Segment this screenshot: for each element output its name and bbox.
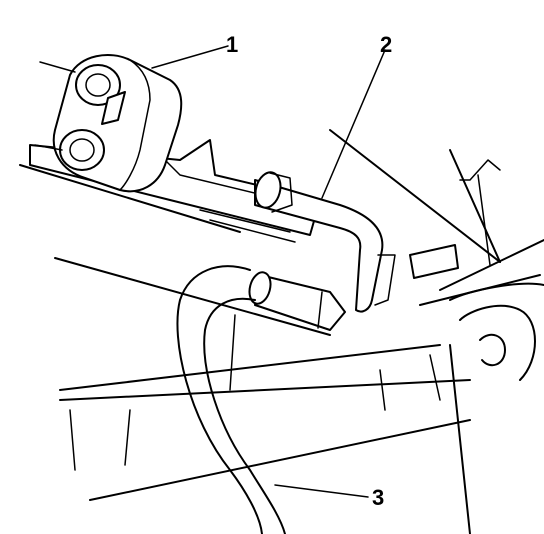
leader-line-3	[274, 484, 369, 498]
vehicle-body-structure	[19, 129, 544, 534]
callout-1: 1	[226, 32, 238, 57]
bent-tube	[254, 171, 396, 313]
callout-2: 2	[380, 32, 392, 57]
leader-lines	[151, 45, 386, 498]
hose-assembly	[176, 265, 346, 534]
leader-line-2	[321, 49, 386, 199]
connector-block	[34, 54, 183, 193]
callout-3: 3	[372, 485, 384, 510]
leader-line-1	[151, 45, 229, 69]
